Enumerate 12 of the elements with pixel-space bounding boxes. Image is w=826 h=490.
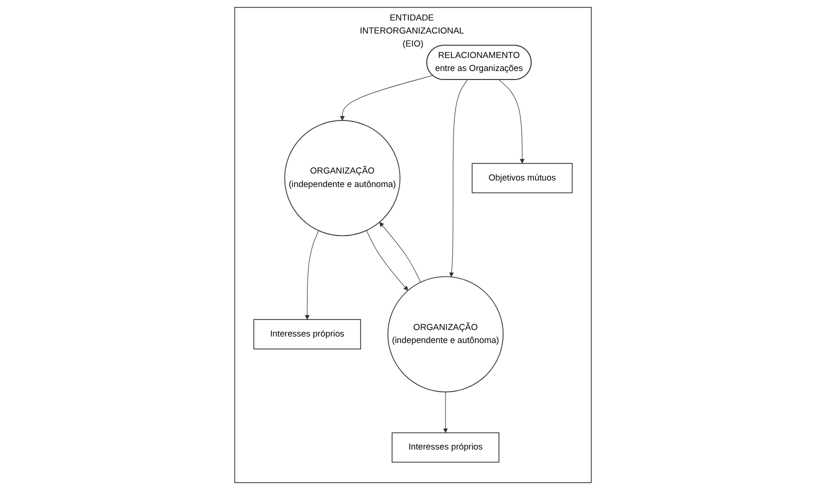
node-box: Interesses próprios	[253, 319, 362, 350]
node-box: Objetivos mútuos	[472, 162, 573, 194]
arrow	[340, 75, 434, 121]
arrow	[498, 80, 525, 164]
node-circle: ORGANIZAÇÃO (independente e autônoma)	[284, 120, 400, 236]
arrow	[304, 230, 319, 320]
arrow	[449, 80, 468, 278]
node-circle: ORGANIZAÇÃO (independente e autônoma)	[387, 276, 504, 392]
arrow	[443, 392, 448, 433]
node-box: Interesses próprios	[392, 432, 500, 463]
arrow	[379, 222, 421, 283]
arrow	[366, 230, 408, 291]
